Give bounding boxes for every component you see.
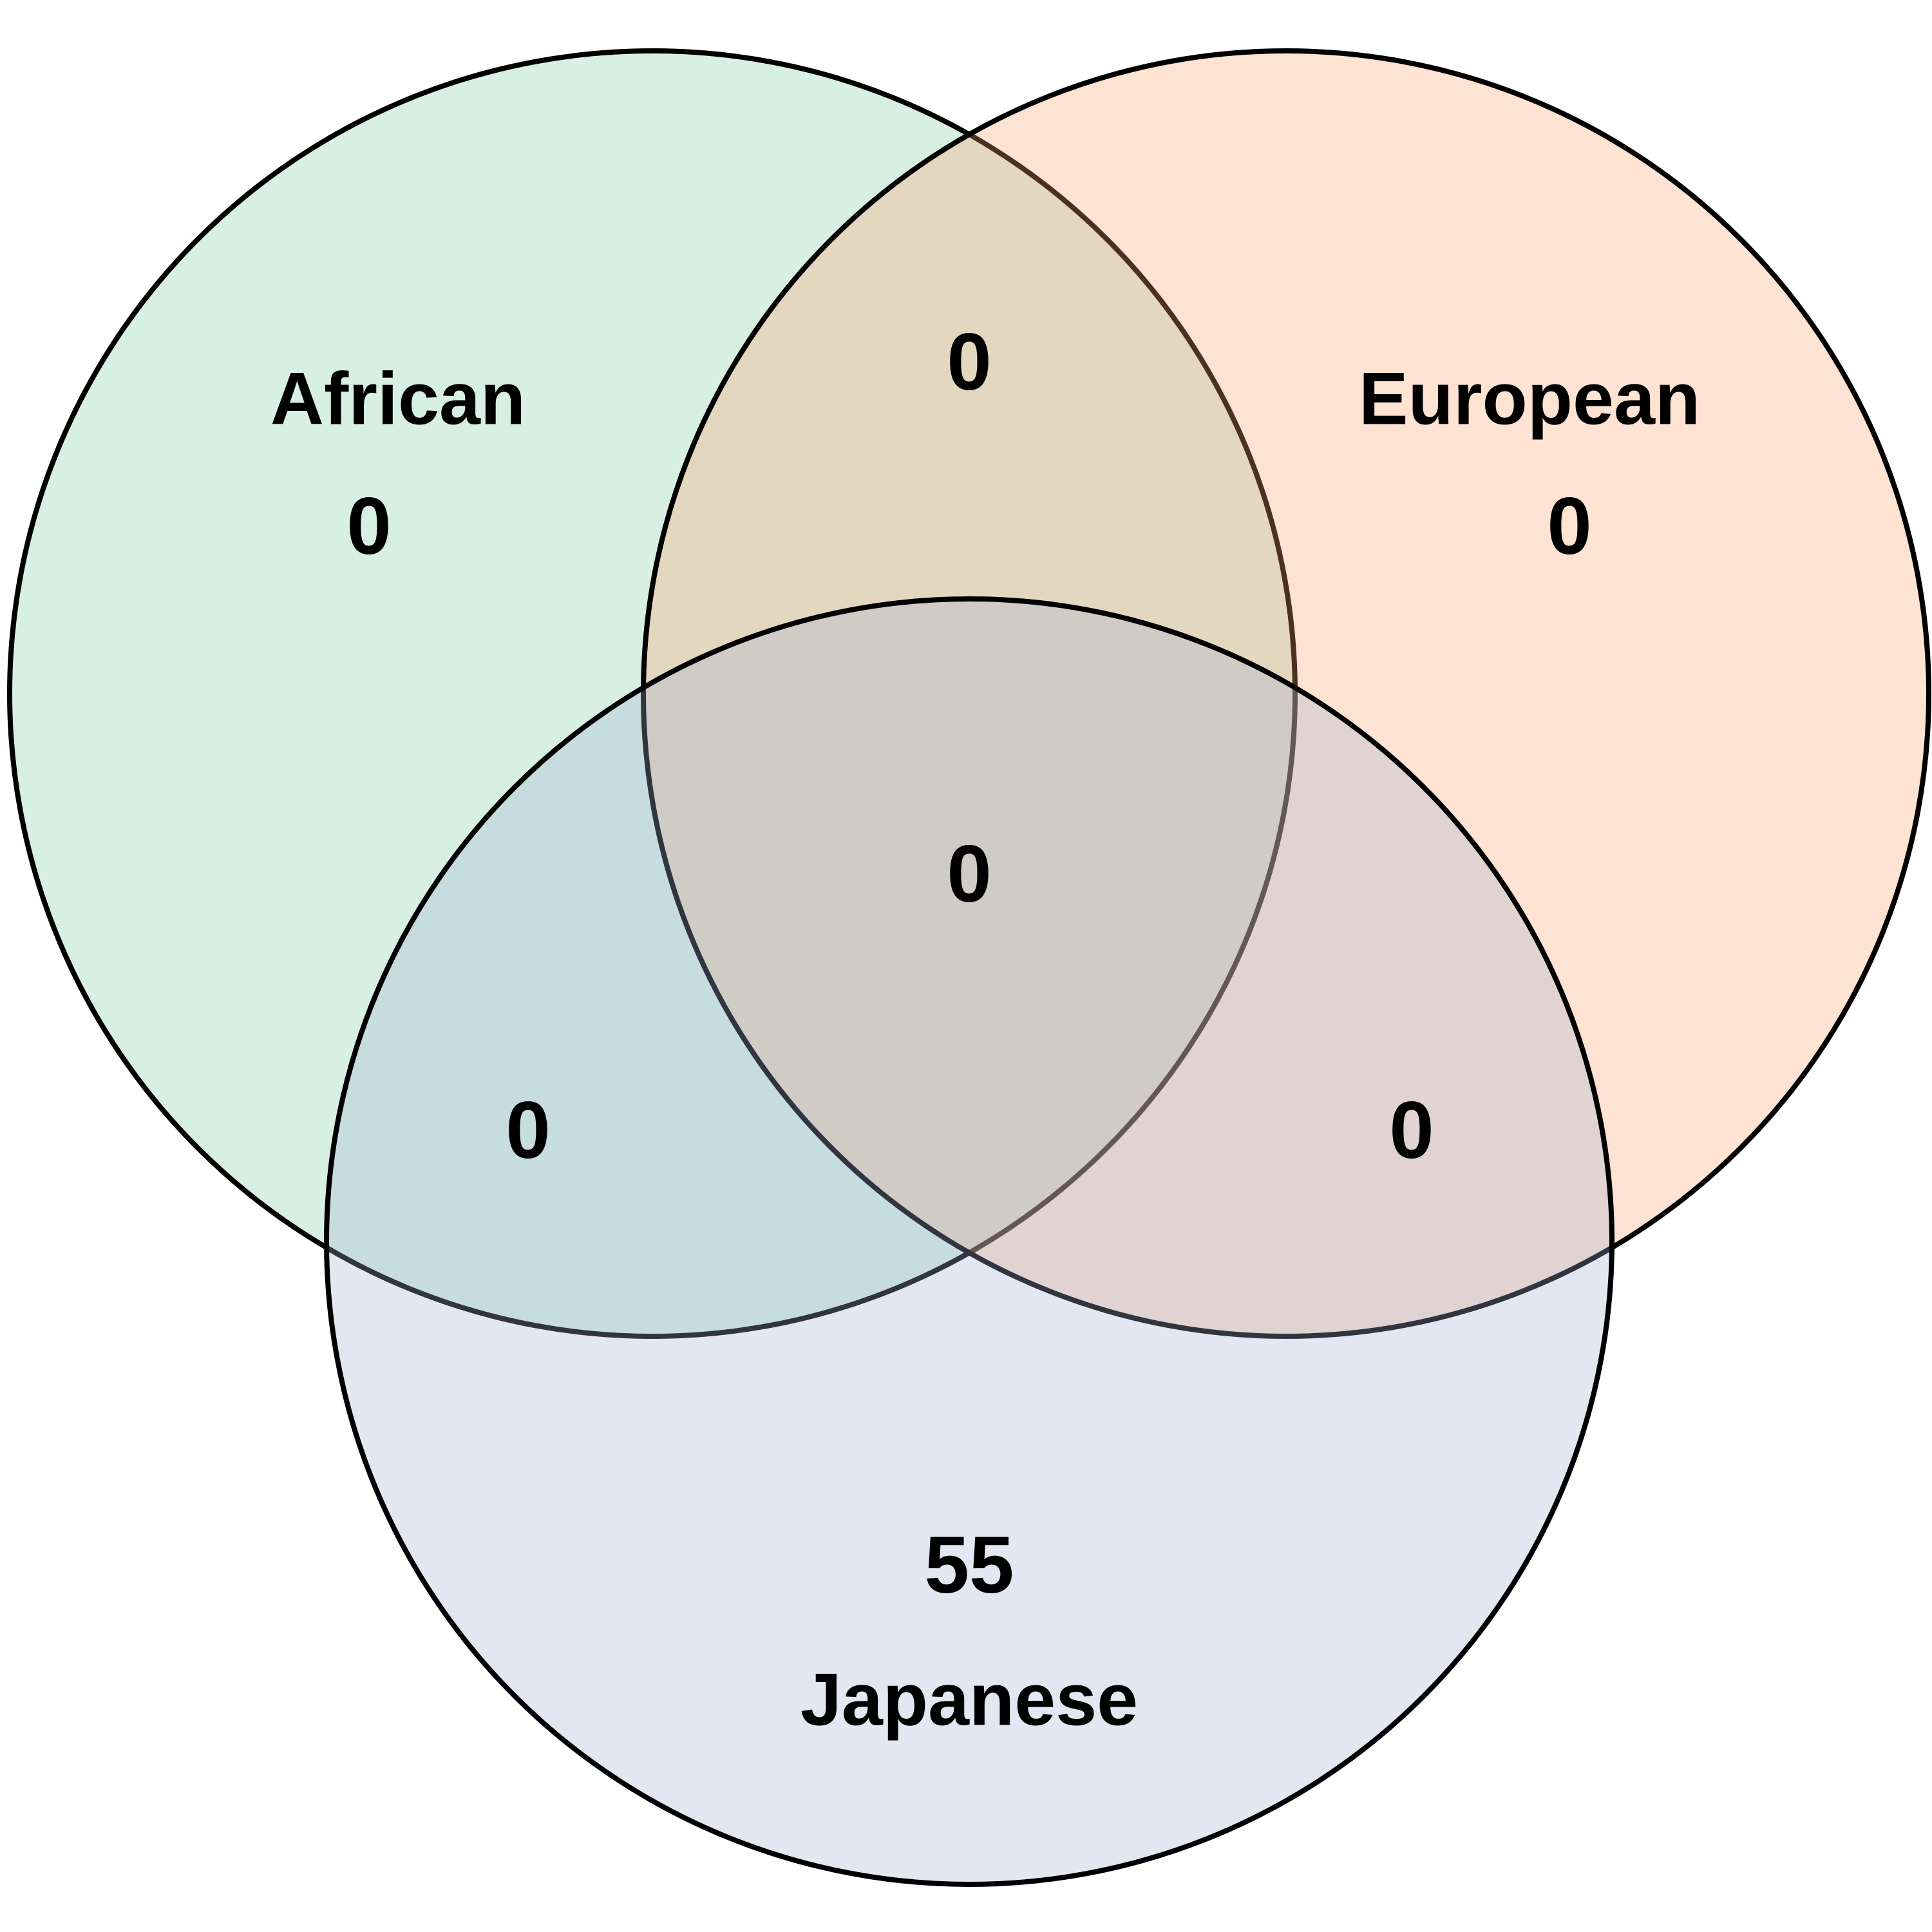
- count-european-only: 0: [1547, 482, 1592, 571]
- set-label-african: African: [270, 357, 526, 440]
- set-circle-european: [641, 48, 1931, 1339]
- set-circle-japanese: [324, 596, 1615, 1887]
- set-circle-african: [7, 48, 1298, 1339]
- count-all-three: 0: [947, 829, 992, 919]
- set-label-japanese: Japanese: [800, 1658, 1138, 1741]
- count-european-japanese: 0: [1389, 1086, 1434, 1175]
- set-label-european: European: [1359, 357, 1700, 440]
- count-african-only: 0: [346, 482, 392, 571]
- count-african-european: 0: [947, 317, 992, 407]
- count-african-japanese: 0: [506, 1086, 551, 1175]
- count-japanese-only: 55: [924, 1520, 1014, 1610]
